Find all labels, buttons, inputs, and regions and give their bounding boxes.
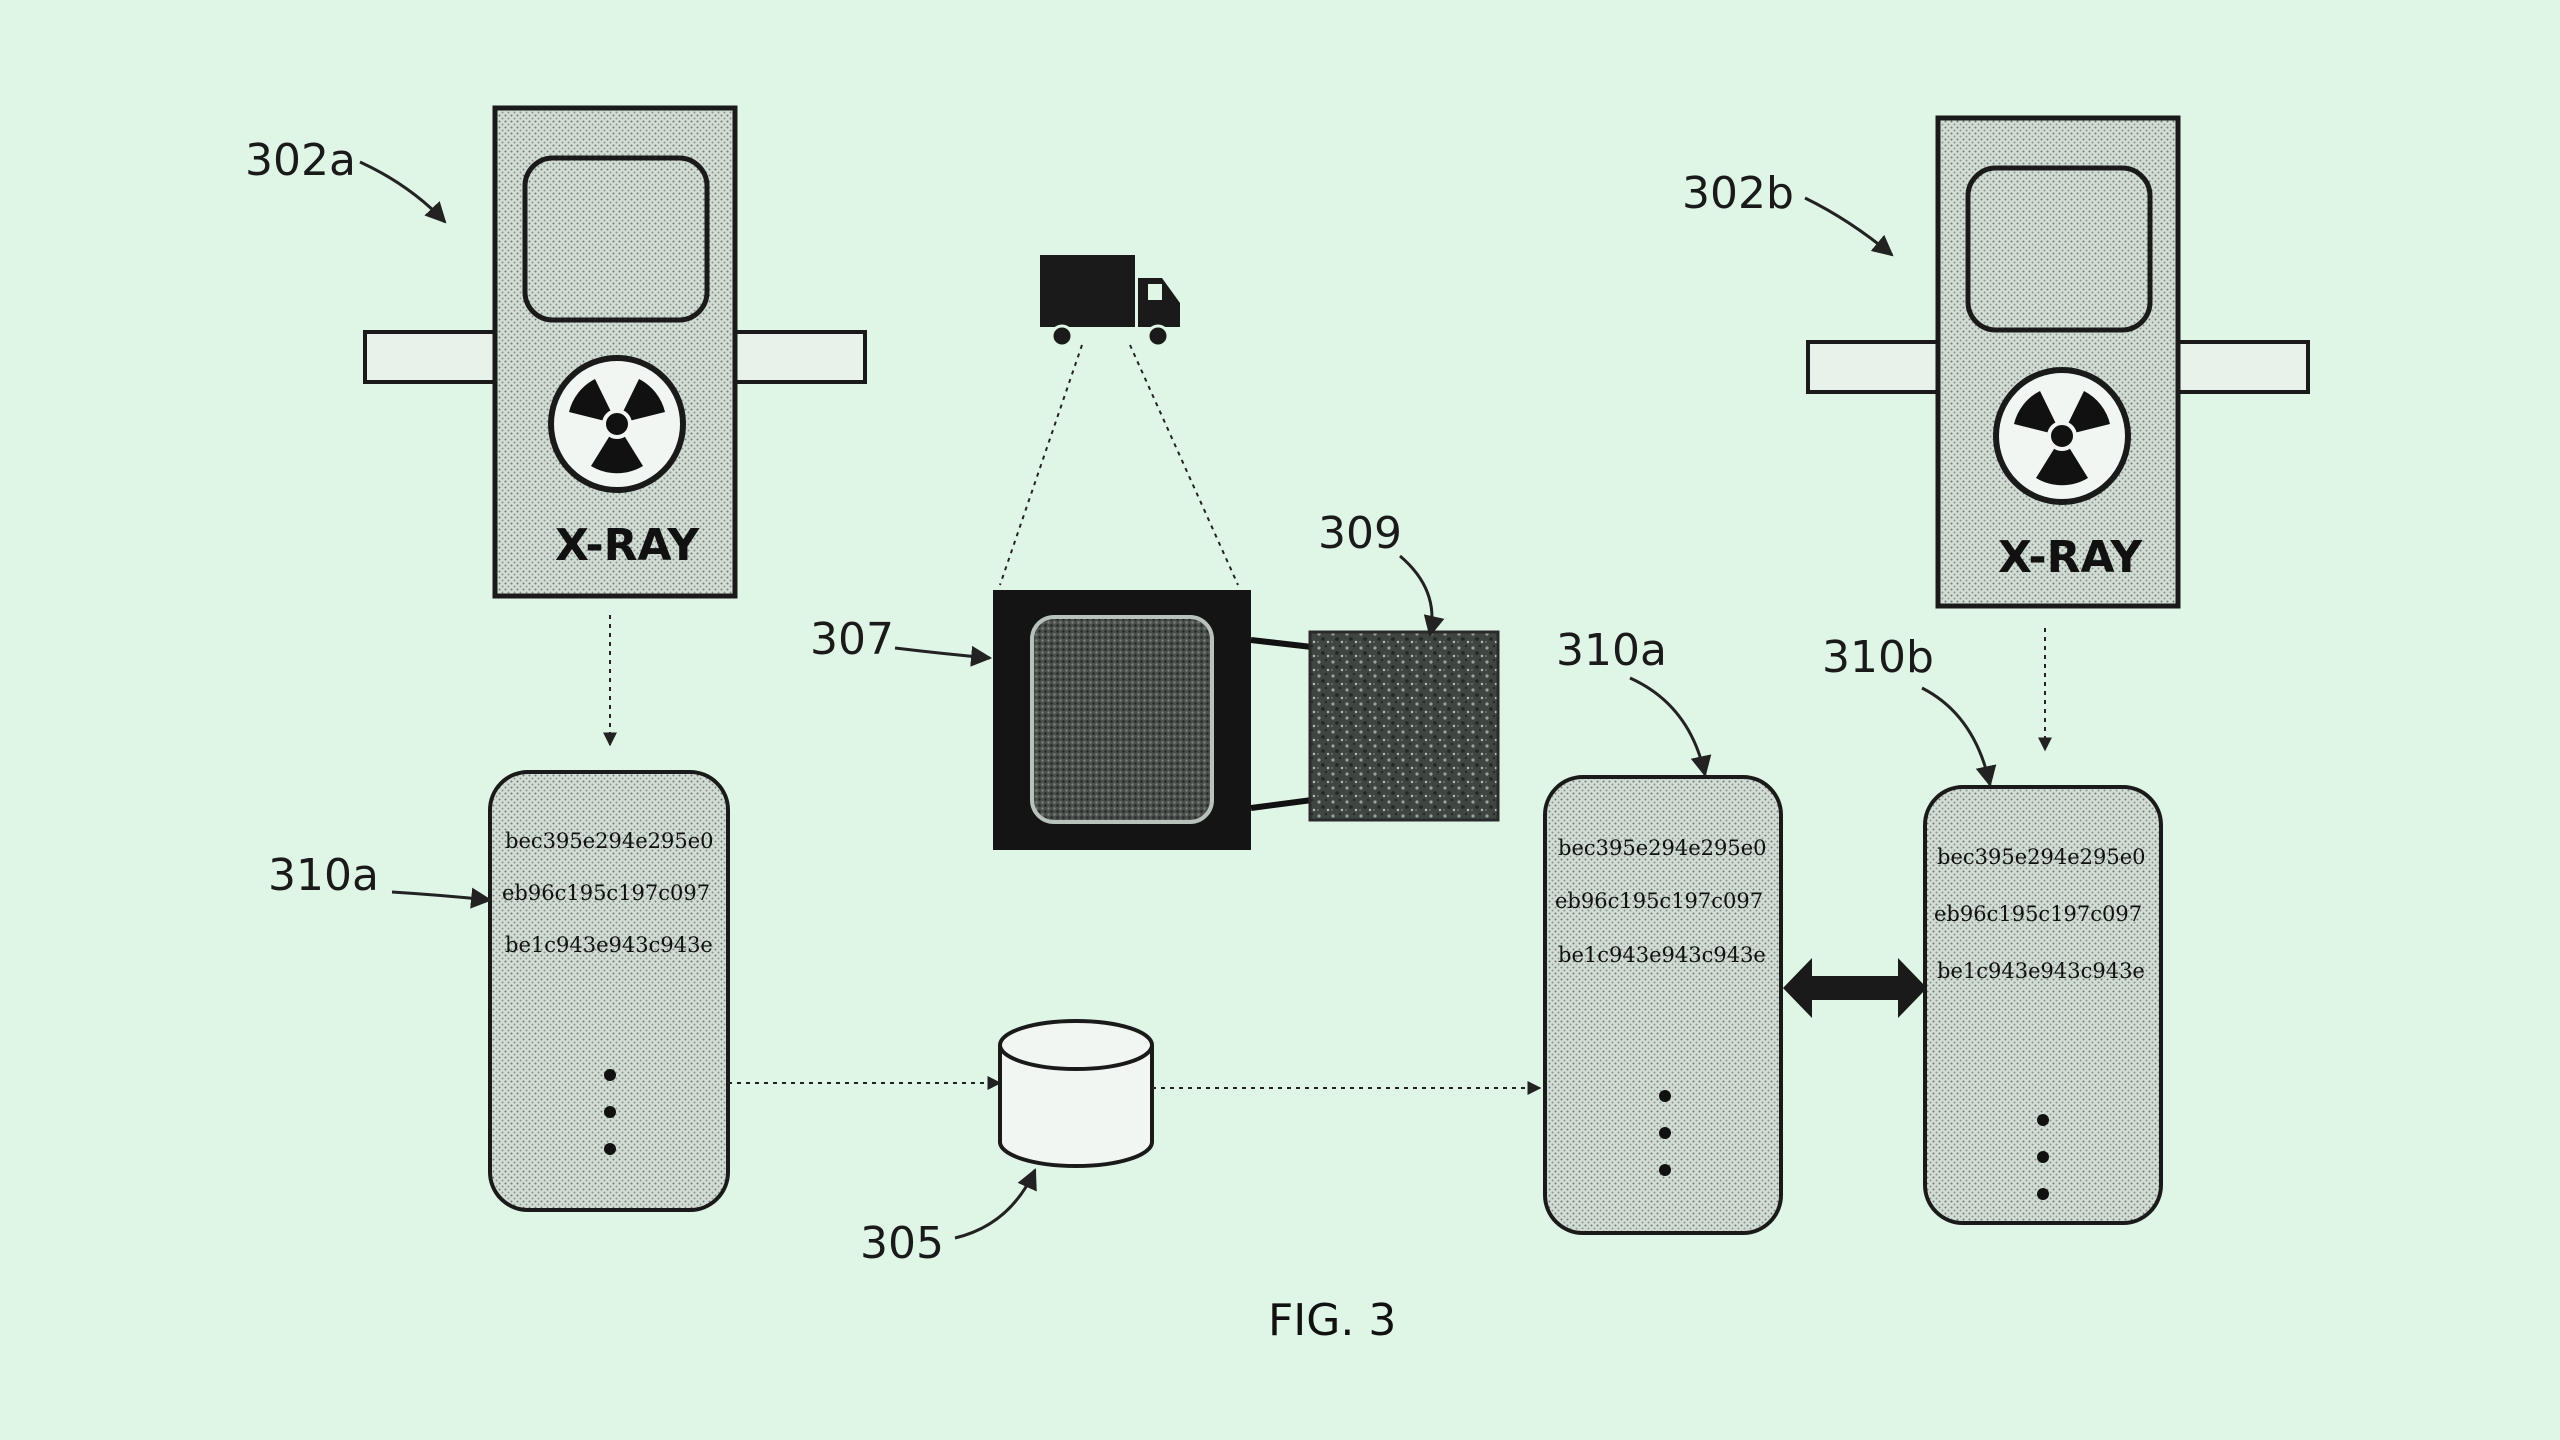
ellipsis-dot — [604, 1069, 616, 1081]
scanner-302b: X-RAY — [1806, 115, 2310, 609]
leader-310a-right — [1629, 676, 1712, 778]
label-310a-left: 310a — [268, 850, 379, 901]
ellipsis-dot — [604, 1143, 616, 1155]
leader-310b — [1921, 686, 1997, 788]
ellipsis-dot — [1659, 1090, 1671, 1102]
record-310a-right: bec395e294e295e0 eb96c195c197c097 be1c94… — [1543, 775, 1783, 1235]
ellipsis-dot — [604, 1106, 616, 1118]
hash-line: eb96c195c197c097 — [1934, 902, 2142, 926]
ellipsis-dot — [1659, 1127, 1671, 1139]
hash-line: be1c943e943c943e — [1937, 959, 2145, 983]
radiation-icon — [548, 355, 686, 493]
truck-icon — [1040, 255, 1180, 348]
double-arrow-icon — [1783, 958, 1927, 1018]
leader-310a-left — [391, 887, 493, 909]
label-310a-right: 310a — [1556, 625, 1667, 676]
hash-line: eb96c195c197c097 — [502, 881, 710, 905]
hash-line: bec395e294e295e0 — [505, 829, 714, 853]
hash-line: be1c943e943c943e — [1558, 943, 1766, 967]
figure-caption: FIG. 3 — [1268, 1295, 1396, 1346]
leader-302b — [1804, 196, 1894, 257]
hash-line: eb96c195c197c097 — [1555, 889, 1763, 913]
connector-bottom — [1250, 797, 1313, 811]
leader-305 — [954, 1168, 1037, 1240]
scanner-text: X-RAY — [1998, 532, 2143, 583]
leader-307 — [894, 645, 993, 667]
database-icon — [998, 1019, 1154, 1168]
label-307: 307 — [810, 614, 894, 665]
ellipsis-dot — [2037, 1151, 2049, 1163]
scanner-screen — [522, 155, 710, 323]
hash-line: bec395e294e295e0 — [1937, 845, 2146, 869]
hash-line: bec395e294e295e0 — [1558, 836, 1767, 860]
radiation-icon — [1993, 367, 2131, 505]
label-305: 305 — [860, 1218, 944, 1269]
hash-line: be1c943e943c943e — [505, 933, 713, 957]
scanner-text: X-RAY — [555, 520, 700, 571]
leader-302a — [359, 160, 447, 224]
scan-beam-right — [1129, 344, 1239, 586]
label-310b: 310b — [1822, 632, 1934, 683]
label-309: 309 — [1318, 508, 1402, 559]
leader-309 — [1399, 554, 1445, 638]
record-310a-left: bec395e294e295e0 eb96c195c197c097 be1c94… — [488, 770, 730, 1212]
ellipsis-dot — [2037, 1114, 2049, 1126]
record-310b: bec395e294e295e0 eb96c195c197c097 be1c94… — [1923, 785, 2163, 1225]
scanner-screen — [1965, 165, 2153, 333]
scan-beam-left — [999, 344, 1083, 586]
label-302b: 302b — [1682, 168, 1794, 219]
ellipsis-dot — [2037, 1188, 2049, 1200]
ellipsis-dot — [1659, 1164, 1671, 1176]
connector-top — [1250, 637, 1313, 650]
scan-image-309 — [1308, 630, 1500, 822]
scanner-302a: X-RAY — [363, 105, 867, 599]
scanned-container-307 — [993, 590, 1251, 850]
label-302a: 302a — [245, 135, 356, 186]
